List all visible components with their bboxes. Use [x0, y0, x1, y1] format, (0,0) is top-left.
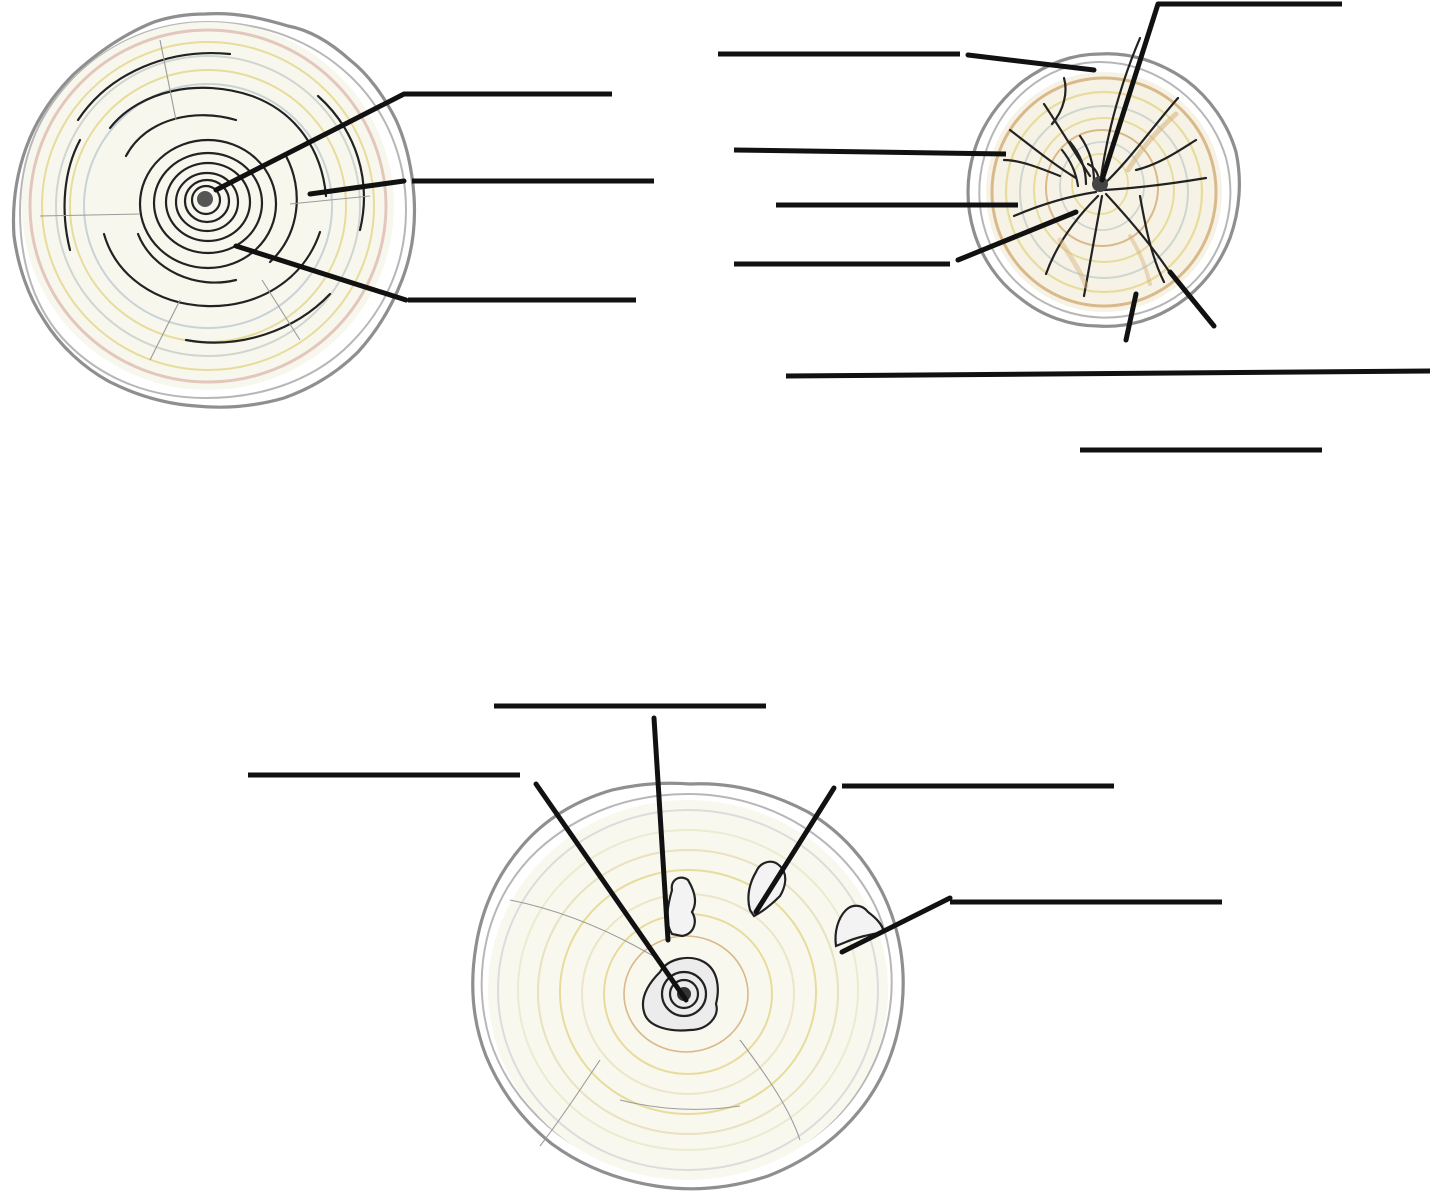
log-cross-section-checked: [968, 38, 1239, 326]
label-blank[interactable]: [734, 150, 1006, 154]
leader-line: [1170, 272, 1214, 326]
log-cross-section-decayed: [473, 783, 903, 1189]
wood-fill: [986, 72, 1222, 312]
decay-pocket-outline: [667, 878, 695, 936]
pith: [197, 191, 213, 207]
label-blank[interactable]: [786, 371, 1430, 376]
log-cross-section-healthy: [14, 14, 415, 408]
